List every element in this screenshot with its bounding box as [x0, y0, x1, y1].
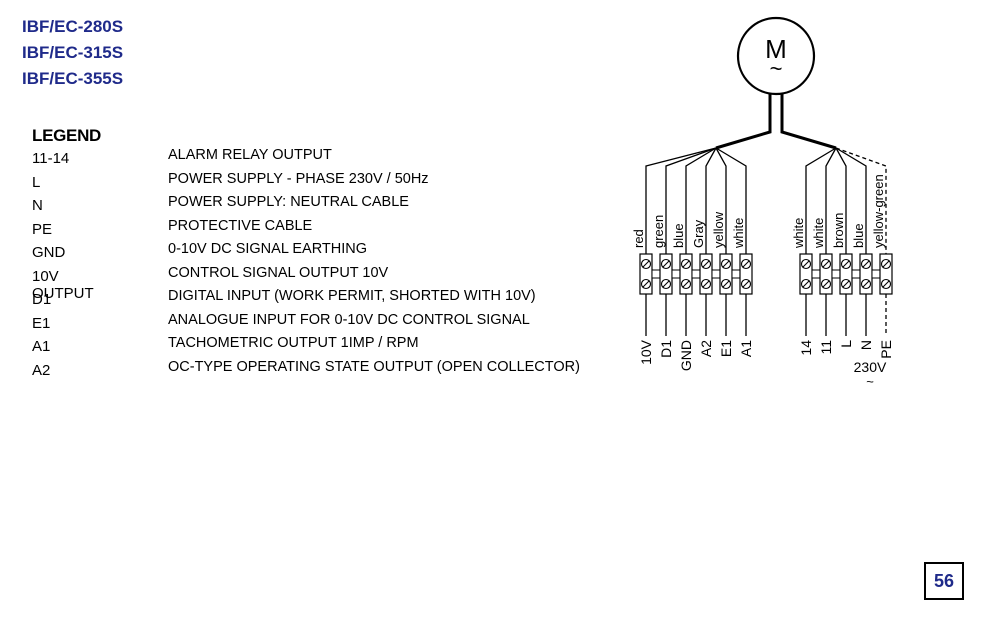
legend-code: A2 — [32, 361, 51, 379]
wire — [835, 147, 847, 254]
legend-description: ALARM RELAY OUTPUT — [168, 147, 332, 163]
legend-rows: 11-14 ALARM RELAY OUTPUT L POWER SUPPLY - P… — [32, 146, 580, 382]
motor-symbol: M ~ — [736, 16, 816, 96]
motor-tilde: ~ — [770, 56, 783, 81]
wire-color-label: Gray — [691, 219, 706, 248]
legend-title: LEGEND — [32, 126, 102, 145]
wire — [835, 147, 867, 254]
legend-row: E1 ANALOGUE INPUT FOR 0-10V DC CONTROL SI… — [32, 311, 530, 335]
wire-color-label: red — [631, 229, 646, 248]
wire-color-label: green — [651, 215, 666, 248]
terminal-label: 10V — [638, 339, 654, 365]
wire — [705, 147, 717, 254]
terminal — [659, 253, 681, 295]
wire-color-label: blue — [851, 223, 866, 248]
terminal-label: PE — [878, 340, 894, 359]
legend-code: 10V OUTPUT — [32, 267, 94, 302]
legend-row: PE PROTECTIVE CABLE — [32, 217, 312, 241]
motor-label: M — [765, 34, 787, 64]
legend-description: TACHOMETRIC OUTPUT 1IMP / RPM — [168, 335, 419, 351]
wire — [805, 147, 837, 254]
cable-right — [780, 94, 837, 150]
wire-color-label: blue — [671, 223, 686, 248]
supply-voltage-label: 230V — [854, 359, 887, 375]
terminal-label: A2 — [698, 340, 714, 357]
wire-color-label: white — [791, 218, 806, 249]
legend-code: 11-14 — [32, 150, 70, 167]
terminal — [859, 253, 881, 295]
terminal-block — [639, 253, 893, 295]
legend-code: E1 — [32, 314, 51, 332]
wire-color-labels: red green blue Gray yellow white white white bro… — [631, 174, 886, 249]
legend: LEGEND 11-14 ALARM RELAY OUTPUT L POWER SUP… — [32, 126, 580, 382]
legend-code: GND — [32, 244, 66, 261]
terminal — [639, 253, 661, 295]
wire — [665, 147, 717, 254]
wire-color-label: white — [811, 218, 826, 249]
legend-code: N — [32, 197, 43, 214]
wire-color-label: brown — [831, 213, 846, 248]
model-name: IBF/EC-280S — [22, 17, 124, 36]
cable-left — [715, 94, 772, 150]
model-name: IBF/EC-355S — [22, 69, 124, 88]
terminal-label: GND — [678, 340, 694, 371]
page-number: 56 — [924, 562, 964, 600]
wire — [645, 147, 717, 254]
legend-row: L POWER SUPPLY - PHASE 230V / 50Hz — [32, 170, 429, 194]
wire — [825, 147, 837, 254]
wire — [685, 147, 717, 254]
wire — [715, 147, 747, 254]
legend-row: D1 DIGITAL INPUT (WORK PERMIT, SHORTED WI… — [32, 287, 536, 311]
legend-description: CONTROL SIGNAL OUTPUT 10V — [168, 264, 389, 281]
legend-code: A1 — [32, 338, 51, 355]
model-name: IBF/EC-315S — [22, 43, 124, 62]
terminal-label: A1 — [738, 340, 754, 357]
legend-description: PROTECTIVE CABLE — [168, 217, 313, 234]
terminal-label: N — [858, 340, 874, 350]
wire-color-label: yellow-green — [871, 174, 886, 248]
terminal — [879, 253, 893, 295]
legend-row: GND 0-10V DC SIGNAL EARTHING — [32, 240, 367, 264]
legend-description: 0-10V DC SIGNAL EARTHING — [168, 241, 368, 257]
legend-row: A2 OC-TYPE OPERATING STATE OUTPUT (OPEN C… — [32, 358, 580, 382]
legend-row: A1 TACHOMETRIC OUTPUT 1IMP / RPM — [32, 334, 419, 358]
model-list: IBF/EC-280S IBF/EC-315S IBF/EC-355S — [22, 14, 123, 92]
legend-code: L — [32, 173, 41, 191]
terminal — [799, 253, 821, 295]
wire-color-label: yellow — [711, 211, 726, 248]
legend-code: D1 — [32, 291, 52, 308]
supply-ac-symbol: ~ — [866, 374, 874, 389]
terminal — [699, 253, 721, 295]
legend-description: DIGITAL INPUT (WORK PERMIT, SHORTED WITH… — [168, 288, 536, 304]
wire-color-label: white — [731, 218, 746, 249]
legend-description: OC-TYPE OPERATING STATE OUTPUT (OPEN COL… — [168, 358, 580, 375]
legend-row: 10V OUTPUT CONTROL SIGNAL OUTPUT 10V — [32, 264, 388, 302]
terminal-label: 11 — [818, 340, 834, 355]
legend-description: POWER SUPPLY: NEUTRAL CABLE — [168, 194, 409, 210]
legend-code: PE — [32, 220, 53, 238]
terminal — [819, 253, 841, 295]
terminal — [739, 253, 753, 295]
terminal-label: D1 — [658, 340, 674, 358]
page-number-label: 56 — [933, 570, 955, 591]
terminal-label: 14 — [798, 340, 814, 356]
wire — [715, 147, 727, 254]
terminal — [839, 253, 861, 295]
wire — [835, 147, 887, 254]
legend-row: 11-14 ALARM RELAY OUTPUT — [32, 146, 332, 170]
wire-bundle — [645, 94, 887, 336]
terminal-label: L — [838, 340, 854, 348]
legend-description: POWER SUPPLY - PHASE 230V / 50Hz — [168, 170, 429, 187]
wiring-diagram: M ~ red green blue Gray yellow white white whit… — [631, 16, 894, 389]
terminal — [679, 253, 701, 295]
terminal — [719, 253, 741, 295]
terminal-label: E1 — [718, 340, 734, 357]
legend-row: N POWER SUPPLY: NEUTRAL CABLE — [32, 193, 409, 217]
legend-description: ANALOGUE INPUT FOR 0-10V DC CONTROL SIGN… — [168, 311, 530, 328]
